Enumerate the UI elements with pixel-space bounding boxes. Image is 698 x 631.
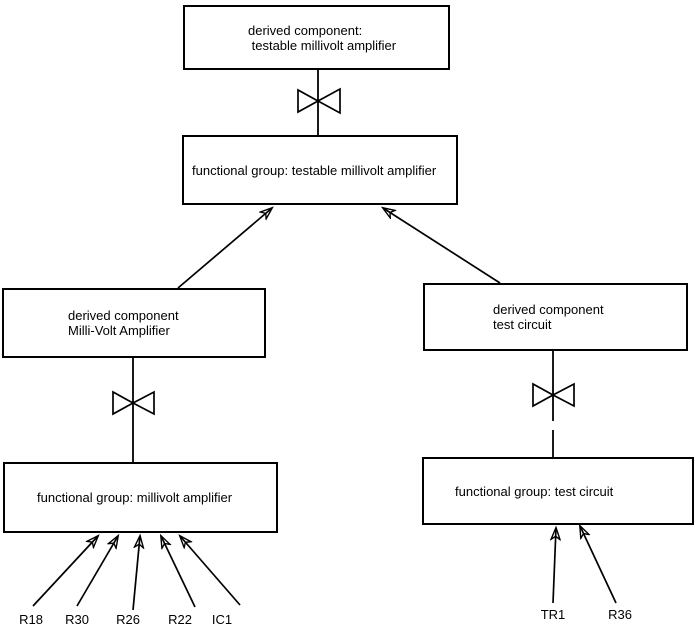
- bowtie-icon: [112, 390, 155, 416]
- box-text-line: derived component: [68, 308, 179, 323]
- component-label-r30: R30: [65, 612, 89, 627]
- component-label-r18: R18: [19, 612, 43, 627]
- box-derived-test-circuit: derived component test circuit: [423, 283, 688, 351]
- arrow-r30: [76, 536, 118, 607]
- component-label-ic1: IC1: [211, 612, 233, 627]
- component-label-r26: R26: [116, 612, 140, 627]
- box-text-line: derived component:: [248, 22, 363, 38]
- box-derived-milli-volt-amplifier: derived component Milli-Volt Amplifier: [2, 288, 266, 358]
- box-derived-testable-millivolt-amplifier: derived component: testable millivolt am…: [183, 5, 450, 70]
- arrow-r22: [161, 536, 196, 608]
- box-text-line: test circuit: [493, 317, 552, 332]
- bowtie-icon: [532, 382, 575, 408]
- box-text-line: functional group: test circuit: [455, 483, 614, 499]
- arrow-left-derived-to-top-functional: [177, 208, 272, 289]
- arrow-ic1: [180, 536, 241, 606]
- box-text-line: derived component: [493, 302, 604, 317]
- arrow-r18: [32, 536, 98, 607]
- bowtie-icon: [297, 87, 341, 115]
- box-text-line: testable millivolt amplifier: [248, 37, 397, 53]
- box-functional-group-millivolt-amplifier: functional group: millivolt amplifier: [3, 462, 278, 533]
- component-label-r22: R22: [168, 612, 192, 627]
- box-text-line: functional group: testable millivolt amp…: [192, 162, 437, 178]
- box-functional-group-testable-millivolt-amplifier: functional group: testable millivolt amp…: [182, 135, 458, 205]
- component-label-tr1: TR1: [540, 607, 566, 622]
- arrow-right-derived-to-top-functional: [383, 208, 501, 284]
- arrow-tr1: [553, 528, 556, 604]
- box-functional-group-test-circuit: functional group: test circuit: [422, 457, 694, 525]
- arrow-r36: [580, 526, 617, 604]
- component-label-r36: R36: [608, 607, 632, 622]
- box-text-line: Milli-Volt Amplifier: [68, 323, 170, 338]
- box-text-line: functional group: millivolt amplifier: [37, 490, 233, 505]
- arrow-r26: [132, 536, 140, 611]
